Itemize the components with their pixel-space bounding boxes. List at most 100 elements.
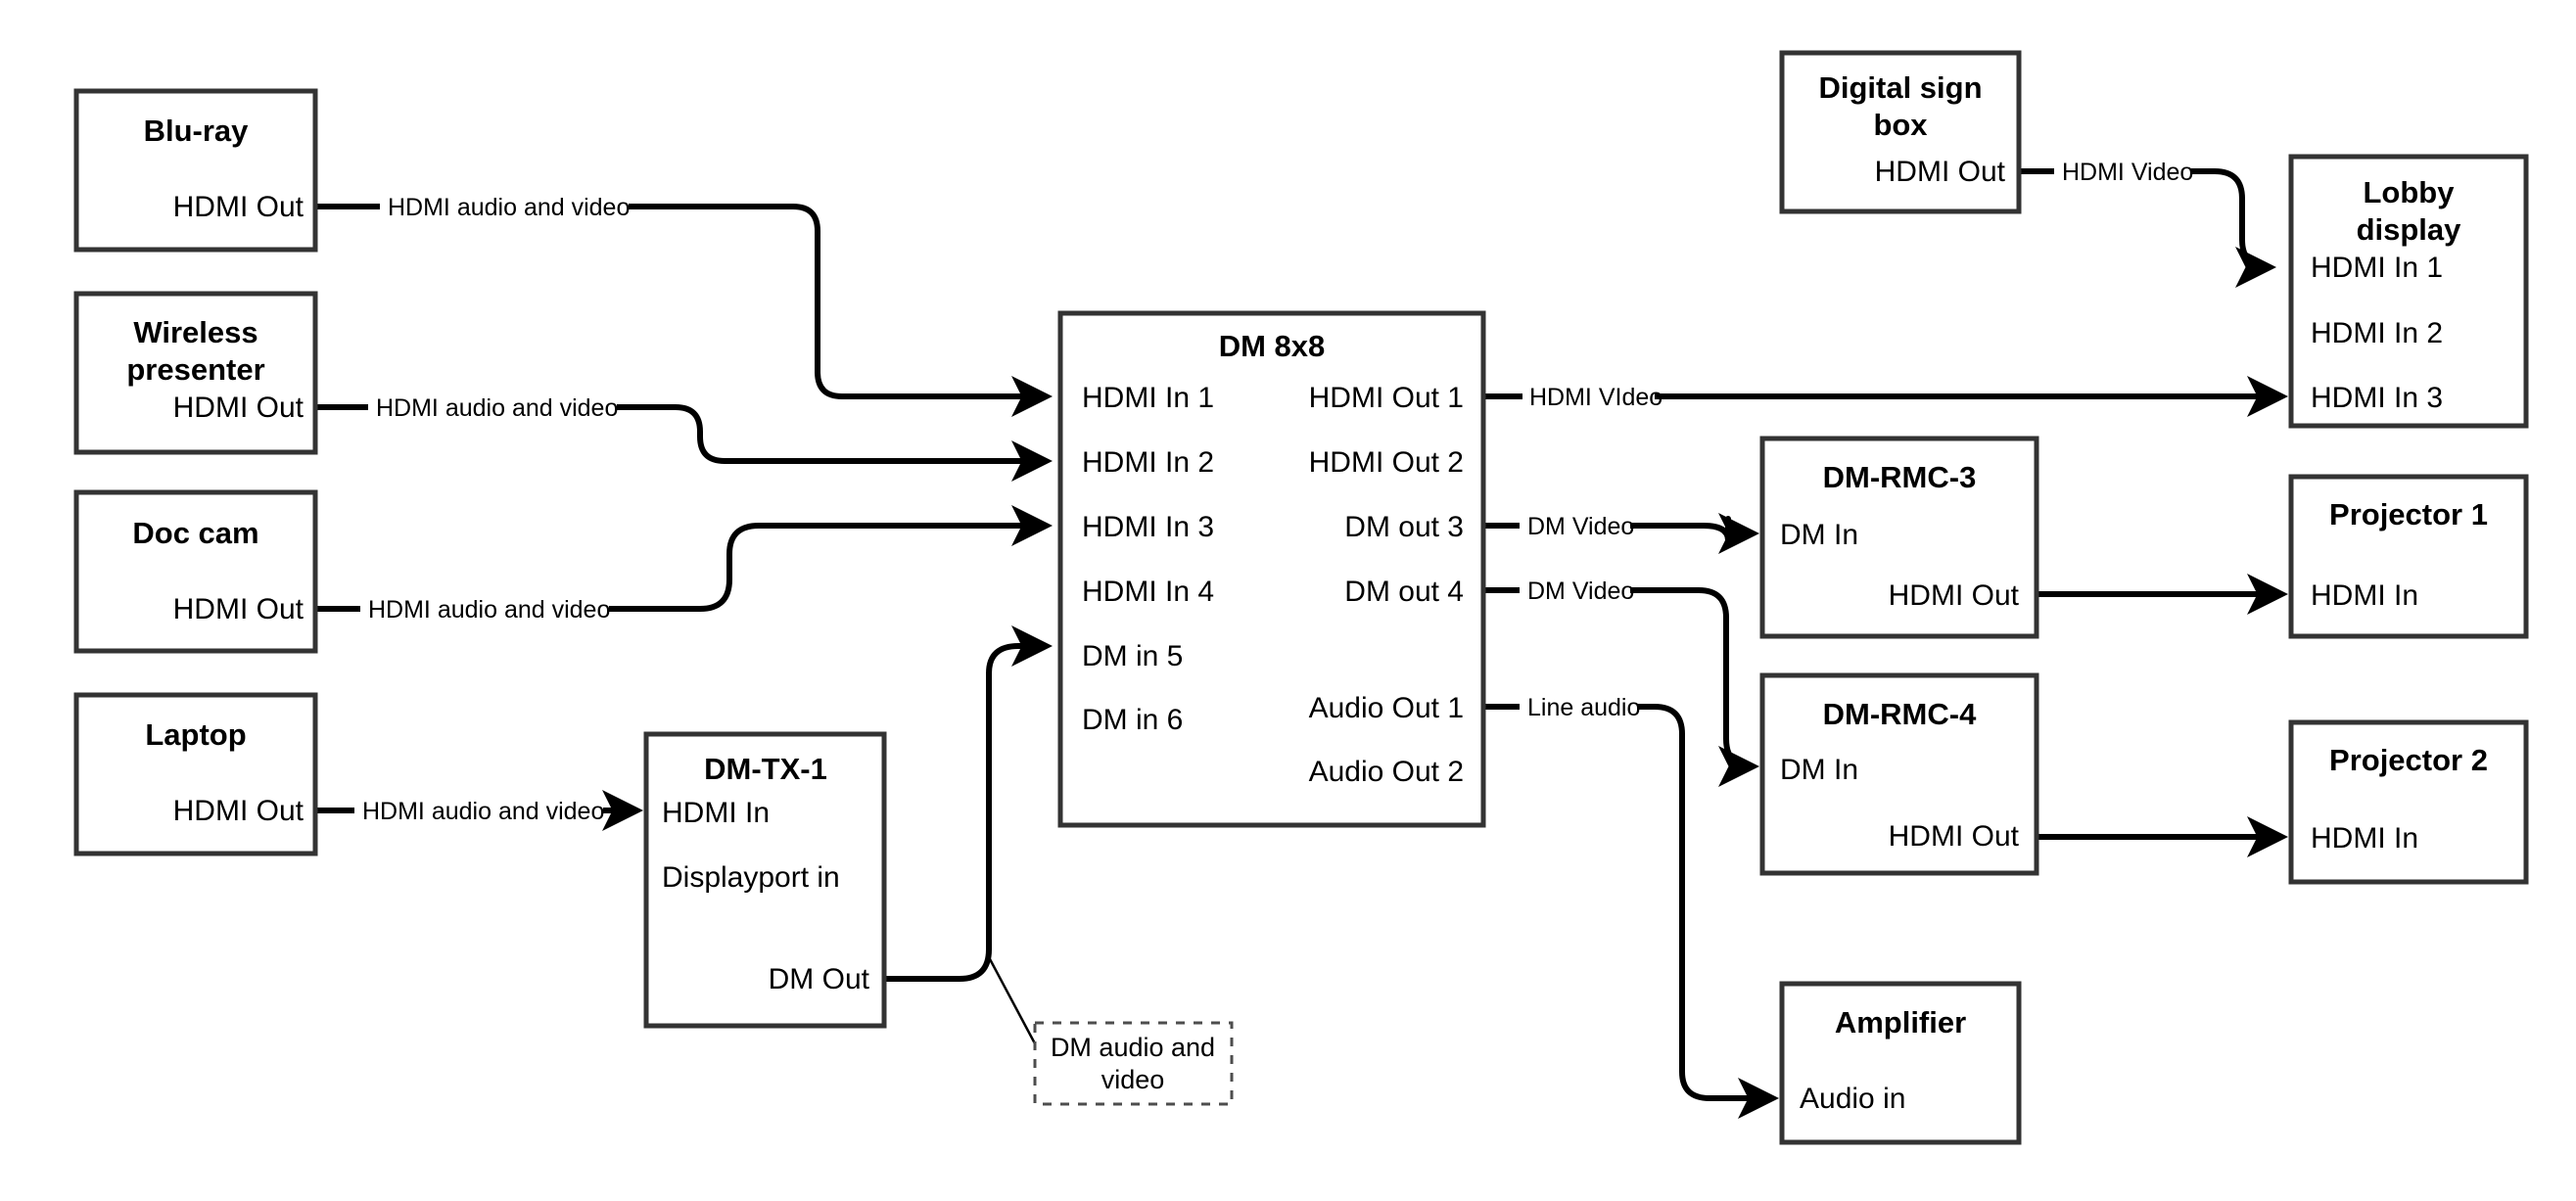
node-dm-8x8-output-hdmi-out-1: HDMI Out 1: [1309, 382, 1464, 414]
node-amplifier[interactable]: Amplifier Audio in: [1779, 981, 2022, 1145]
node-dm-8x8-output-hdmi-out-2: HDMI Out 2: [1309, 446, 1464, 479]
link-doccam-to-dm8x8-hdmi-in-3: HDMI audio and video: [315, 505, 1053, 624]
edge-label-bluray: HDMI audio and video: [388, 194, 630, 221]
node-dm-8x8-input-hdmi-in-2: HDMI In 2: [1082, 446, 1214, 479]
link-segment: [1637, 704, 1779, 1119]
node-doc-cam-title: Doc cam: [132, 516, 258, 550]
edge-label-dm-video-4: DM Video: [1527, 577, 1634, 605]
node-dm-8x8-output-dm-out-4: DM out 4: [1344, 576, 1464, 608]
node-wireless-presenter[interactable]: Wireless presenter HDMI Out: [73, 291, 318, 455]
link-segment: [884, 625, 1053, 982]
node-bluray-title: Blu-ray: [144, 114, 250, 148]
node-digital-sign-box-title-line2: box: [1873, 108, 1928, 142]
node-bluray[interactable]: Blu-ray HDMI Out: [73, 88, 318, 253]
link-dmtx1-to-dm8x8-dm-in-5: [884, 625, 1054, 1078]
node-projector-2-box[interactable]: [2288, 719, 2529, 885]
node-dm-8x8-input-hdmi-in-1: HDMI In 1: [1082, 382, 1214, 414]
node-dm-8x8-box[interactable]: [1057, 310, 1486, 828]
note-dm-audio-and-video: DM audio and video: [1033, 1021, 1234, 1106]
node-bluray-port-hdmi-out: HDMI Out: [173, 191, 304, 223]
node-dm-8x8-input-dm-in-6: DM in 6: [1082, 704, 1183, 736]
node-digital-sign-box-port-hdmi-out: HDMI Out: [1875, 156, 2006, 188]
node-dm-8x8-input-hdmi-in-3: HDMI In 3: [1082, 511, 1214, 543]
node-wireless-presenter-box[interactable]: [73, 291, 318, 455]
node-dm-rmc-3-box[interactable]: [1759, 436, 2039, 639]
edge-label-dm-video-3: DM Video: [1527, 513, 1634, 540]
link-segment: [617, 404, 1053, 482]
node-dm-rmc-4-port-dm-in: DM In: [1780, 754, 1858, 786]
node-dm-tx-1-box[interactable]: [643, 731, 887, 1029]
node-lobby-display[interactable]: Lobby display HDMI In 1 HDMI In 2 HDMI I…: [2288, 154, 2529, 429]
node-dm-rmc-4-title: DM-RMC-4: [1823, 697, 1977, 731]
node-dm-rmc-3-port-dm-in: DM In: [1780, 519, 1858, 551]
node-dm-rmc-4-port-hdmi-out: HDMI Out: [1889, 820, 2020, 853]
link-digitalsign-to-lobby-hdmi-in-1: HDMI Video: [2019, 159, 2276, 288]
node-doc-cam-box[interactable]: [73, 489, 318, 654]
node-dm-8x8[interactable]: DM 8x8 HDMI In 1 HDMI In 2 HDMI In 3 HDM…: [1057, 310, 1486, 828]
node-projector-2[interactable]: Projector 2 HDMI In: [2288, 719, 2529, 885]
link-segment: [1630, 587, 1759, 787]
node-wireless-presenter-port-hdmi-out: HDMI Out: [173, 392, 304, 424]
node-laptop-title: Laptop: [145, 717, 246, 752]
node-dm-tx-1-port-dm-out: DM Out: [769, 963, 870, 995]
node-dm-8x8-output-audio-out-1: Audio Out 1: [1309, 692, 1464, 724]
node-laptop[interactable]: Laptop HDMI Out: [73, 692, 318, 856]
edge-label-hdmi-video-out1: HDMI VIdeo: [1529, 384, 1663, 411]
note-dm-audio-and-video-line1: DM audio and: [1051, 1033, 1215, 1062]
node-amplifier-port-audio-in: Audio in: [1800, 1083, 1905, 1115]
node-doc-cam-port-hdmi-out: HDMI Out: [173, 593, 304, 625]
node-projector-1-box[interactable]: [2288, 474, 2529, 639]
link-segment: [629, 204, 1053, 417]
node-dm-rmc-3-title: DM-RMC-3: [1823, 460, 1977, 494]
link-dm8x8-audioout1-to-amplifier: Line audio: [1483, 694, 1779, 1119]
node-lobby-display-box[interactable]: [2288, 154, 2529, 429]
node-dm-8x8-output-dm-out-3: DM out 3: [1344, 511, 1464, 543]
node-dm-tx-1-port-hdmi-in: HDMI In: [662, 797, 770, 829]
link-dm8x8-dmout3-to-rmc3: DM Video: [1483, 512, 1759, 554]
link-bluray-to-dm8x8-hdmi-in-1: HDMI audio and video: [315, 194, 1053, 417]
node-wireless-presenter-title-line2: presenter: [126, 352, 264, 387]
node-lobby-display-port-hdmi-in-1: HDMI In 1: [2311, 252, 2443, 284]
node-dm-tx-1-port-displayport-in: Displayport in: [662, 861, 840, 894]
edge-label-wireless: HDMI audio and video: [376, 394, 618, 422]
node-lobby-display-port-hdmi-in-2: HDMI In 2: [2311, 317, 2443, 349]
node-laptop-box[interactable]: [73, 692, 318, 856]
edge-label-doccam: HDMI audio and video: [368, 596, 610, 624]
link-wireless-to-dm8x8-hdmi-in-2: HDMI audio and video: [315, 394, 1053, 482]
edge-label-line-audio: Line audio: [1527, 694, 1640, 721]
node-dm-rmc-3-port-hdmi-out: HDMI Out: [1889, 579, 2020, 612]
node-projector-1[interactable]: Projector 1 HDMI In: [2288, 474, 2529, 639]
node-doc-cam[interactable]: Doc cam HDMI Out: [73, 489, 318, 654]
node-dm-tx-1[interactable]: DM-TX-1 HDMI In Displayport in DM Out: [643, 731, 887, 1029]
node-amplifier-title: Amplifier: [1835, 1005, 1966, 1039]
node-wireless-presenter-title-line1: Wireless: [133, 315, 258, 349]
node-dm-rmc-3[interactable]: DM-RMC-3 DM In HDMI Out: [1759, 436, 2039, 639]
node-projector-1-port-hdmi-in: HDMI In: [2311, 579, 2418, 612]
node-lobby-display-title-line1: Lobby: [2364, 175, 2456, 209]
node-dm-8x8-title: DM 8x8: [1219, 329, 1326, 363]
node-dm-8x8-input-hdmi-in-4: HDMI In 4: [1082, 576, 1214, 608]
node-lobby-display-port-hdmi-in-3: HDMI In 3: [2311, 382, 2443, 414]
node-dm-tx-1-title: DM-TX-1: [704, 752, 827, 786]
node-laptop-port-hdmi-out: HDMI Out: [173, 795, 304, 827]
link-dm8x8-dmout4-to-rmc4: DM Video: [1483, 577, 1759, 787]
link-segment: [1630, 512, 1759, 554]
node-projector-1-title: Projector 1: [2329, 497, 2488, 531]
node-dm-rmc-4-box[interactable]: [1759, 672, 2039, 876]
edge-label-laptop: HDMI audio and video: [362, 798, 604, 825]
node-amplifier-box[interactable]: [1779, 981, 2022, 1145]
node-projector-2-port-hdmi-in: HDMI In: [2311, 822, 2418, 855]
node-dm-rmc-4[interactable]: DM-RMC-4 DM In HDMI Out: [1759, 672, 2039, 876]
link-segment: [609, 505, 1053, 612]
node-projector-2-title: Projector 2: [2329, 743, 2488, 777]
node-digital-sign-box[interactable]: Digital sign box HDMI Out: [1779, 50, 2022, 214]
node-dm-8x8-input-dm-in-5: DM in 5: [1082, 640, 1183, 672]
node-digital-sign-box-rect[interactable]: [1779, 50, 2022, 214]
node-dm-8x8-output-audio-out-2: Audio Out 2: [1309, 756, 1464, 788]
link-segment: [2191, 168, 2276, 288]
note-dm-audio-and-video-box: [1033, 1021, 1234, 1106]
note-dm-audio-and-video-line2: video: [1101, 1065, 1165, 1094]
node-bluray-box[interactable]: [73, 88, 318, 253]
